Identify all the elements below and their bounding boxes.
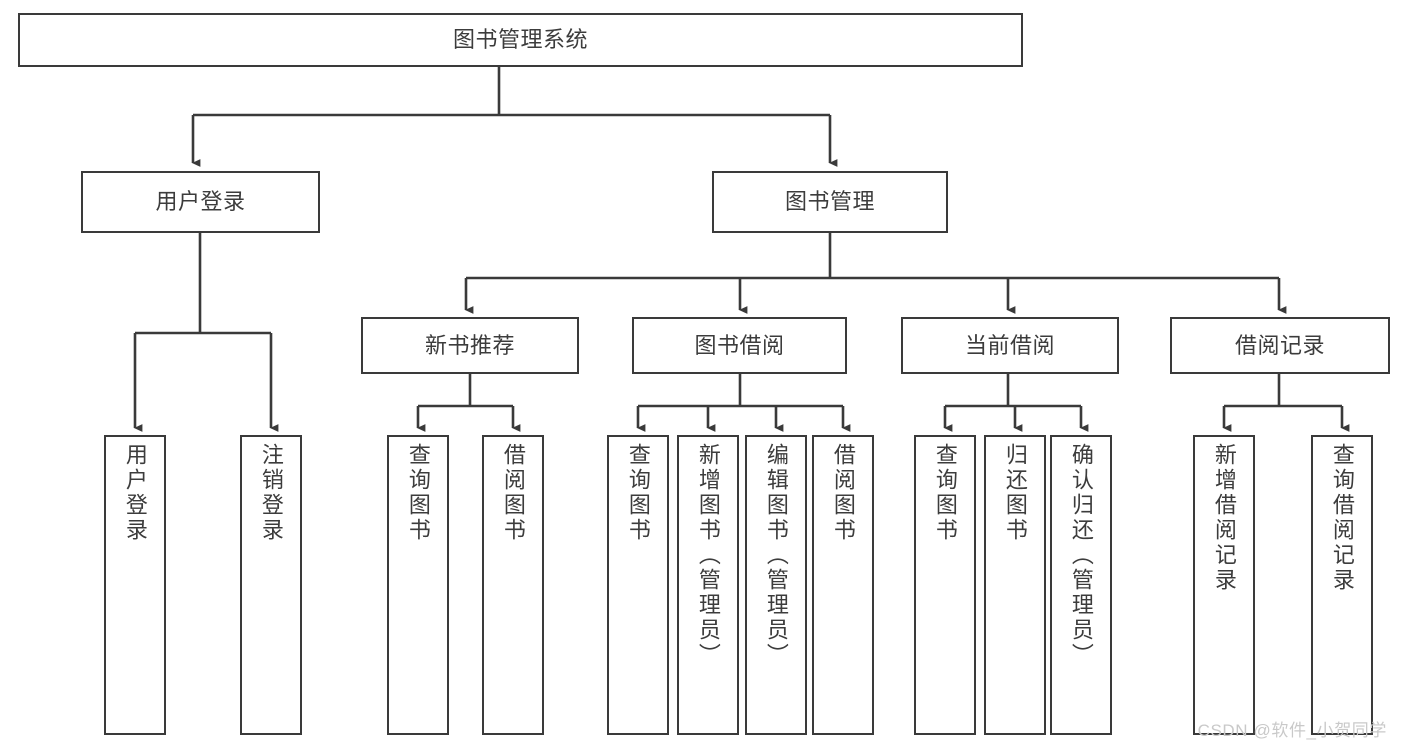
- node-leaf-confirm-return[interactable]: 确认归还（管理员）: [1050, 435, 1112, 735]
- node-book-manage[interactable]: 图书管理: [712, 171, 948, 233]
- node-leaf-query-book-2-label: 查询图书: [625, 443, 651, 543]
- node-book-borrow[interactable]: 图书借阅: [632, 317, 847, 374]
- node-leaf-add-book[interactable]: 新增图书（管理员）: [677, 435, 739, 735]
- node-leaf-logout[interactable]: 注销登录: [240, 435, 302, 735]
- node-leaf-user-login-label: 用户登录: [122, 443, 148, 543]
- node-leaf-borrow-book-1[interactable]: 借阅图书: [482, 435, 544, 735]
- node-book-manage-label: 图书管理: [784, 189, 875, 215]
- node-user-login[interactable]: 用户登录: [81, 171, 320, 233]
- node-leaf-query-record-label: 查询借阅记录: [1329, 443, 1355, 593]
- node-leaf-query-book-3-label: 查询图书: [932, 443, 958, 543]
- node-leaf-confirm-return-label: 确认归还（管理员）: [1068, 443, 1094, 668]
- node-current-borrow-label: 当前借阅: [964, 332, 1055, 358]
- watermark: CSDN @软件_小贺同学: [1197, 721, 1387, 740]
- node-leaf-borrow-book-2[interactable]: 借阅图书: [812, 435, 874, 735]
- node-book-borrow-label: 图书借阅: [694, 332, 785, 358]
- node-leaf-add-book-label: 新增图书（管理员）: [695, 443, 721, 668]
- node-leaf-query-record[interactable]: 查询借阅记录: [1311, 435, 1373, 735]
- node-root[interactable]: 图书管理系统: [18, 13, 1023, 67]
- node-user-login-label: 用户登录: [155, 189, 246, 215]
- node-leaf-borrow-book-1-label: 借阅图书: [500, 443, 526, 543]
- node-leaf-query-book-3[interactable]: 查询图书: [914, 435, 976, 735]
- node-leaf-query-book-2[interactable]: 查询图书: [607, 435, 669, 735]
- node-borrow-record[interactable]: 借阅记录: [1170, 317, 1390, 374]
- node-leaf-edit-book-label: 编辑图书（管理员）: [763, 443, 789, 668]
- node-root-label: 图书管理系统: [452, 27, 588, 53]
- node-current-borrow[interactable]: 当前借阅: [901, 317, 1119, 374]
- node-new-book-recommend[interactable]: 新书推荐: [361, 317, 579, 374]
- node-leaf-logout-label: 注销登录: [258, 443, 284, 543]
- node-leaf-add-record-label: 新增借阅记录: [1211, 443, 1237, 593]
- node-leaf-return-book[interactable]: 归还图书: [984, 435, 1046, 735]
- node-borrow-record-label: 借阅记录: [1234, 332, 1325, 358]
- node-leaf-return-book-label: 归还图书: [1002, 443, 1028, 543]
- node-leaf-edit-book[interactable]: 编辑图书（管理员）: [745, 435, 807, 735]
- node-new-book-recommend-label: 新书推荐: [424, 332, 515, 358]
- node-leaf-add-record[interactable]: 新增借阅记录: [1193, 435, 1255, 735]
- node-leaf-query-book-1-label: 查询图书: [405, 443, 431, 543]
- node-leaf-borrow-book-2-label: 借阅图书: [830, 443, 856, 543]
- node-leaf-query-book-1[interactable]: 查询图书: [387, 435, 449, 735]
- node-leaf-user-login[interactable]: 用户登录: [104, 435, 166, 735]
